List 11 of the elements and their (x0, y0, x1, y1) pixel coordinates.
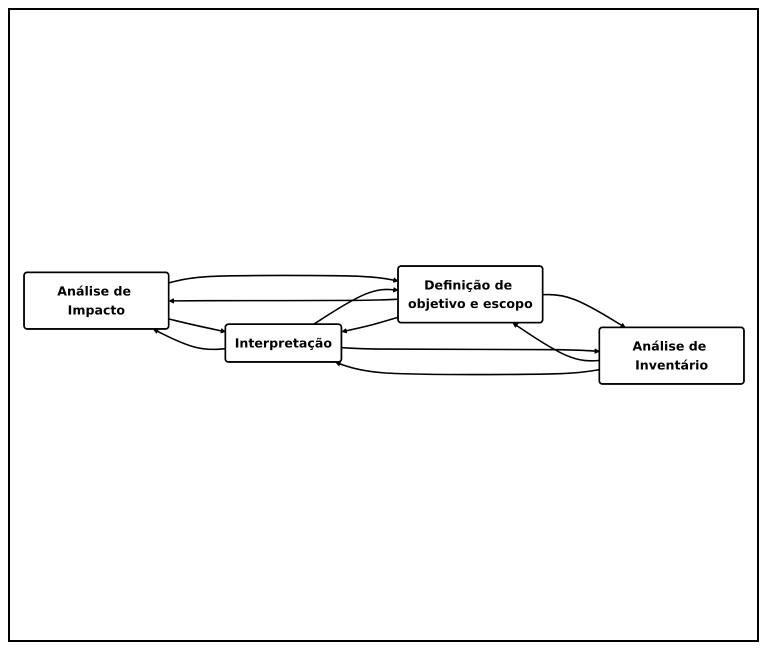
arrow (512, 322, 600, 362)
arrow (312, 287, 398, 326)
frame-border: Análise de Impacto Definição de objetivo e escopo Análise de Inventário Interpretação (8, 8, 759, 642)
arrow (542, 294, 626, 328)
arrow (168, 274, 398, 284)
arrow (168, 318, 226, 334)
arrow (341, 346, 600, 354)
arrow (168, 298, 398, 304)
arrow (152, 328, 226, 350)
arrow (340, 316, 398, 334)
arrow (334, 361, 600, 376)
